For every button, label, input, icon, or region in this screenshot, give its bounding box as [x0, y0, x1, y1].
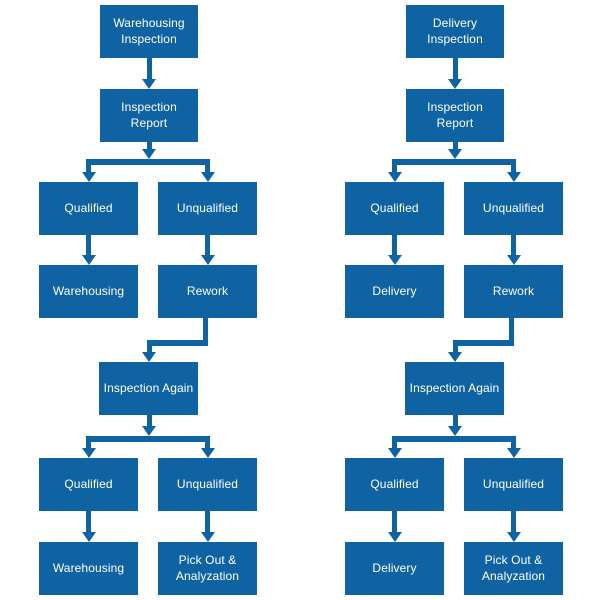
- arrowhead-down-icon: [200, 448, 215, 458]
- arrowhead-down-icon: [387, 532, 402, 542]
- arrowhead-down-icon: [448, 352, 462, 362]
- connector-split2-right-drop: [205, 442, 210, 449]
- connector-qualified-outcome-line: [392, 235, 397, 255]
- node-warehousing-outcome-1: Warehousing: [39, 265, 138, 318]
- connector-again-split-stem: [146, 415, 152, 427]
- node-unqualified-2: Unqualified: [158, 458, 257, 511]
- node-delivery-outcome-2: Delivery: [345, 542, 444, 595]
- node-delivery-outcome-1: Delivery: [345, 265, 444, 318]
- connector-start-report-line: [452, 58, 458, 79]
- connector-split-left-drop: [86, 165, 91, 173]
- node-rework: Rework: [158, 265, 257, 318]
- arrowhead-down-icon: [448, 149, 462, 159]
- node-qualified-2: Qualified: [345, 458, 444, 511]
- connector-split2-left-drop: [392, 442, 397, 449]
- connector-rework-elbow-across: [146, 340, 208, 346]
- connector-rework-elbow-down: [508, 318, 514, 346]
- connector-split-right-drop: [511, 165, 516, 173]
- connector-unqualified2-pickout-line: [205, 511, 210, 532]
- connector-start-report-line: [146, 58, 152, 79]
- connector-unqualified2-pickout-line: [511, 511, 516, 532]
- connector-split2-left-drop: [86, 442, 91, 449]
- arrowhead-down-icon: [387, 255, 402, 265]
- connector-rework-elbow-across: [452, 340, 514, 346]
- connector-qualified2-outcome-line: [86, 511, 91, 532]
- arrowhead-down-icon: [506, 255, 521, 265]
- node-warehousing-outcome-2: Warehousing: [39, 542, 138, 595]
- arrowhead-down-icon: [81, 532, 96, 542]
- connector-rework-elbow-drop: [452, 346, 458, 352]
- arrowhead-down-icon: [448, 426, 462, 436]
- connector-rework-elbow-down: [202, 318, 208, 346]
- node-warehousing-inspection: Warehousing Inspection: [100, 5, 198, 58]
- connector-split-bar-1: [392, 159, 516, 165]
- arrowhead-down-icon: [506, 172, 521, 182]
- connector-unqualified-rework-line: [205, 235, 210, 255]
- connector-split-bar-2: [392, 436, 516, 442]
- node-rework: Rework: [464, 265, 563, 318]
- connector-split2-right-drop: [511, 442, 516, 449]
- node-pick-out-analyzation: Pick Out & Analyzation: [464, 542, 563, 595]
- connector-split-right-drop: [205, 165, 210, 173]
- arrowhead-down-icon: [81, 448, 96, 458]
- flowchart-delivery: Delivery Inspection Inspection Report Qu…: [306, 0, 600, 600]
- arrowhead-down-icon: [81, 255, 96, 265]
- arrowhead-down-icon: [200, 255, 215, 265]
- arrowhead-down-icon: [506, 448, 521, 458]
- arrowhead-down-icon: [387, 172, 402, 182]
- arrowhead-down-icon: [506, 532, 521, 542]
- node-delivery-inspection: Delivery Inspection: [406, 5, 504, 58]
- connector-split-left-drop: [392, 165, 397, 173]
- connector-report-split-stem: [452, 142, 458, 150]
- node-inspection-again: Inspection Again: [405, 362, 504, 415]
- node-inspection-report: Inspection Report: [406, 89, 504, 142]
- connector-qualified-outcome-line: [86, 235, 91, 255]
- node-inspection-report: Inspection Report: [100, 89, 198, 142]
- connector-again-split-stem: [452, 415, 458, 427]
- node-unqualified-2: Unqualified: [464, 458, 563, 511]
- connector-split-bar-2: [86, 436, 210, 442]
- connector-report-split-stem: [146, 142, 152, 150]
- node-qualified-1: Qualified: [39, 182, 138, 235]
- node-qualified-1: Qualified: [345, 182, 444, 235]
- flowchart-warehousing: Warehousing Inspection Inspection Report…: [39, 5, 257, 595]
- connector-qualified2-outcome-line: [392, 511, 397, 532]
- node-qualified-2: Qualified: [39, 458, 138, 511]
- arrowhead-down-icon: [81, 172, 96, 182]
- node-pick-out-analyzation: Pick Out & Analyzation: [158, 542, 257, 595]
- arrowhead-down-icon: [448, 79, 462, 89]
- arrowhead-down-icon: [200, 532, 215, 542]
- arrowhead-down-icon: [142, 79, 156, 89]
- arrowhead-down-icon: [142, 426, 156, 436]
- arrowhead-down-icon: [142, 352, 156, 362]
- arrowhead-down-icon: [387, 448, 402, 458]
- node-unqualified-1: Unqualified: [464, 182, 563, 235]
- node-inspection-again: Inspection Again: [99, 362, 198, 415]
- connector-rework-elbow-drop: [146, 346, 152, 352]
- arrowhead-down-icon: [142, 149, 156, 159]
- connector-split-bar-1: [86, 159, 210, 165]
- node-unqualified-1: Unqualified: [158, 182, 257, 235]
- arrowhead-down-icon: [200, 172, 215, 182]
- connector-unqualified-rework-line: [511, 235, 516, 255]
